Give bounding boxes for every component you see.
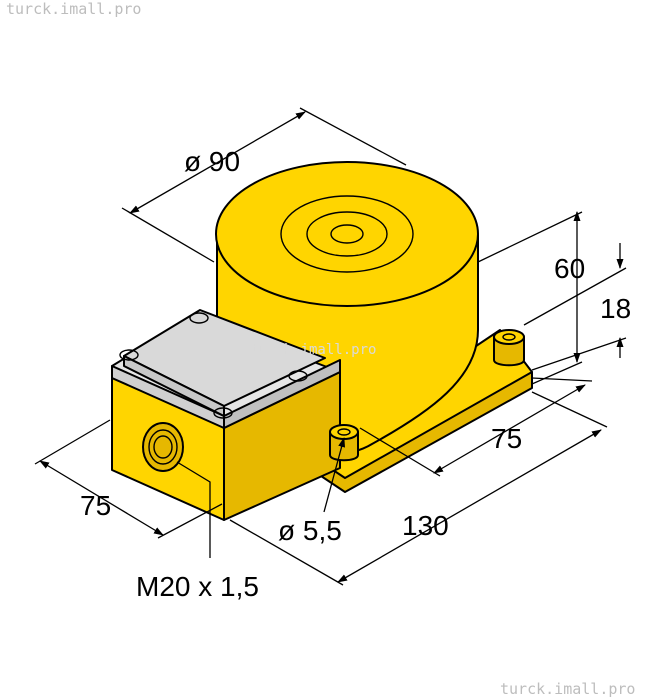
watermark-top-left: turck.imall.pro	[6, 0, 141, 18]
label-width-left: 75	[80, 490, 111, 521]
label-diameter: ø 90	[184, 146, 240, 177]
watermark-bottom-right: turck.imall.pro	[500, 680, 635, 698]
label-length: 130	[402, 510, 449, 541]
mounting-screw-back	[493, 329, 525, 367]
mounting-screw-front	[329, 424, 359, 462]
label-thread: M20 x 1,5	[136, 571, 259, 602]
terminal-box	[111, 309, 341, 521]
label-depth-right: 75	[491, 423, 522, 454]
label-height-base: 18	[600, 293, 631, 324]
watermark-center: turck.imall.pro	[250, 342, 376, 358]
label-height-total: 60	[554, 253, 585, 284]
label-hole: ø 5,5	[278, 515, 342, 546]
